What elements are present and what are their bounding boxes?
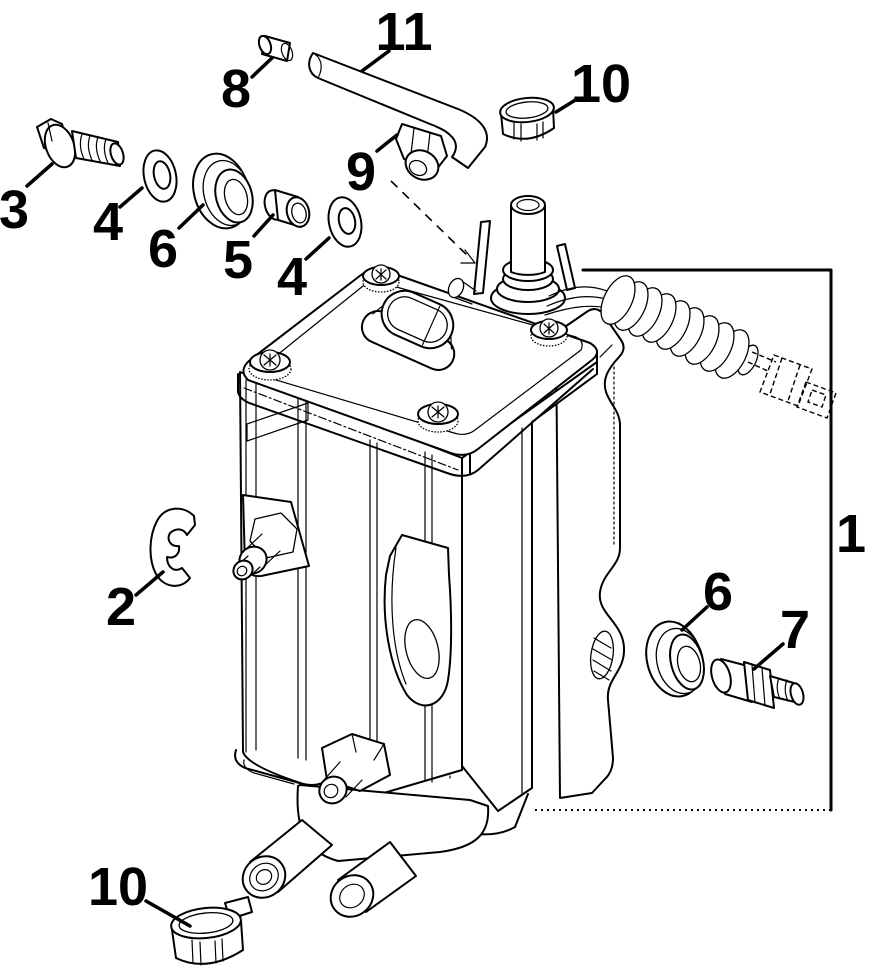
bracket-line bbox=[581, 268, 833, 812]
leader-7 bbox=[752, 642, 785, 671]
oval-cap bbox=[360, 289, 456, 371]
part-10-clamp-bottom bbox=[170, 896, 253, 966]
mounting-bracket-plate bbox=[555, 308, 626, 799]
callout-7[interactable]: 7 bbox=[780, 600, 810, 660]
part-5-bushing bbox=[263, 189, 311, 228]
part-4-washer-left bbox=[142, 149, 178, 203]
leader-6-left bbox=[177, 203, 205, 230]
part-6-grommet-right bbox=[645, 620, 705, 698]
leader-2 bbox=[134, 570, 165, 597]
callout-2[interactable]: 2 bbox=[106, 577, 136, 637]
callout-10-top[interactable]: 10 bbox=[571, 54, 631, 114]
screw-boss-north bbox=[362, 264, 400, 293]
callout-bracket-part-1 bbox=[531, 268, 833, 812]
part-9-elbow-fitting bbox=[395, 123, 448, 181]
leader-11 bbox=[360, 49, 391, 73]
part-11-hose bbox=[308, 52, 488, 169]
leader-6-right bbox=[680, 605, 709, 632]
leader-8 bbox=[250, 56, 274, 79]
callout-labels: 1 2 3 4 4 5 6 6 7 8 9 10 10 11 bbox=[0, 2, 866, 917]
bottom-hex-port bbox=[318, 733, 391, 805]
mounting-ear bbox=[383, 534, 453, 707]
pump-assembly bbox=[232, 195, 837, 918]
callout-11[interactable]: 11 bbox=[375, 2, 432, 62]
wire-harness bbox=[544, 275, 837, 419]
callout-5[interactable]: 5 bbox=[223, 230, 253, 290]
part-10-clamp-top bbox=[499, 96, 555, 142]
screw-boss-east bbox=[530, 318, 568, 347]
leader-3 bbox=[25, 162, 54, 188]
callout-4-left[interactable]: 4 bbox=[93, 192, 123, 252]
bracket-slot bbox=[589, 630, 615, 680]
callout-3[interactable]: 3 bbox=[0, 180, 29, 240]
leader-10-top bbox=[554, 97, 579, 114]
part-2-e-clip bbox=[149, 507, 196, 587]
leader-lines bbox=[25, 49, 785, 928]
part-8-pin bbox=[257, 34, 294, 62]
part-6-grommet-left bbox=[192, 152, 254, 230]
callout-8[interactable]: 8 bbox=[221, 59, 251, 119]
bottom-tube-left bbox=[241, 819, 333, 899]
callout-1[interactable]: 1 bbox=[836, 504, 866, 564]
part-7-barb-fitting bbox=[710, 658, 805, 709]
part-3-bolt bbox=[36, 118, 125, 169]
screw-boss-south bbox=[417, 401, 459, 433]
leader-4-left bbox=[118, 186, 144, 209]
inlet-riser bbox=[447, 195, 576, 315]
rod-left bbox=[473, 220, 491, 295]
breather-stub bbox=[447, 277, 477, 305]
leader-5 bbox=[252, 213, 275, 238]
mid-left-port bbox=[232, 494, 310, 581]
leader-9 bbox=[375, 133, 399, 153]
callout-10-bottom[interactable]: 10 bbox=[88, 857, 148, 917]
bottom-tube-right bbox=[329, 841, 417, 918]
callout-6-left[interactable]: 6 bbox=[148, 219, 178, 279]
rod-right bbox=[556, 243, 576, 291]
connector-plug bbox=[747, 351, 837, 419]
part-4-washer-right bbox=[327, 196, 363, 248]
leader-9-arrowhead bbox=[460, 249, 476, 264]
callout-4-right[interactable]: 4 bbox=[277, 247, 307, 307]
corrugated-loom bbox=[600, 275, 759, 379]
leader-10-bottom bbox=[144, 899, 192, 928]
callout-9[interactable]: 9 bbox=[346, 142, 376, 202]
leader-4-right bbox=[304, 236, 331, 261]
screw-boss-west bbox=[248, 349, 292, 381]
ear-hole bbox=[404, 618, 440, 680]
leader-9-dashed bbox=[390, 180, 472, 260]
callout-6-right[interactable]: 6 bbox=[703, 562, 733, 622]
